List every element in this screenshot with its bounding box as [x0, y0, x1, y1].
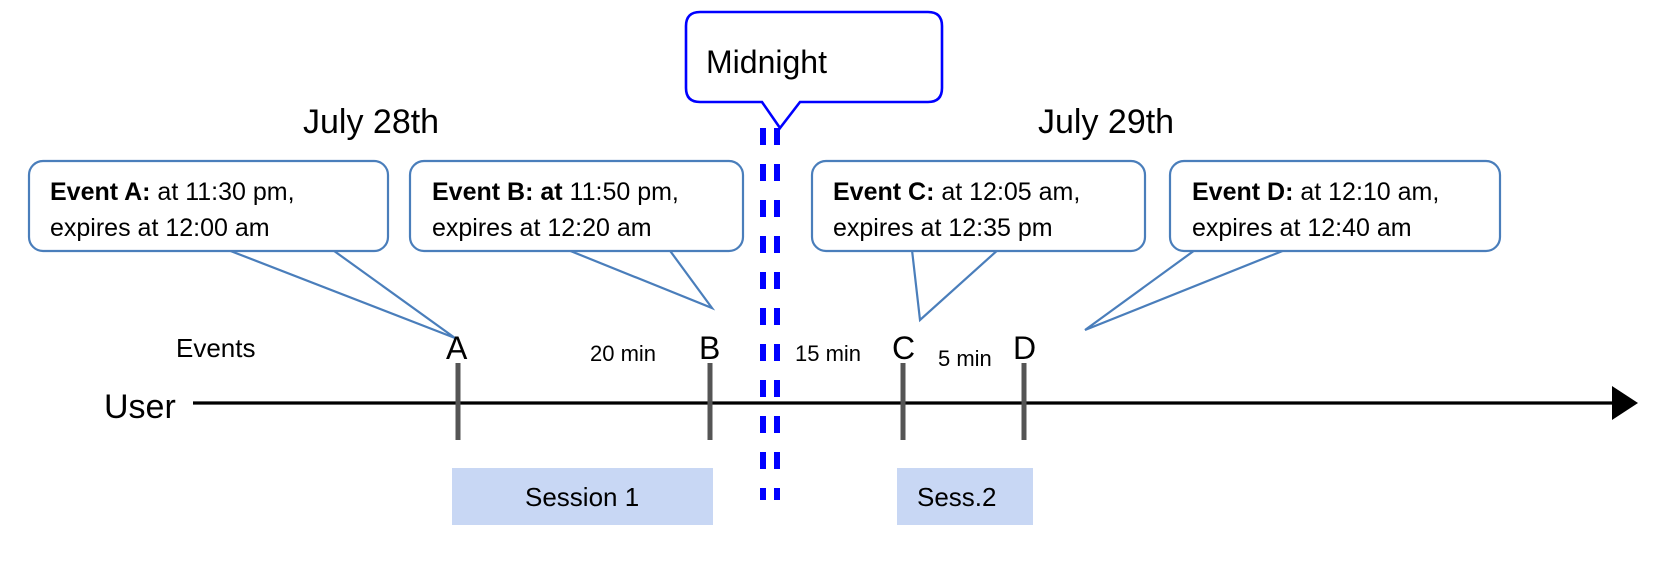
callout-event-a-line1: Event A: at 11:30 pm, [50, 178, 295, 206]
callout-event-a-tail [227, 246, 456, 340]
callout-event-d[interactable]: Event D: at 12:10 am, expires at 12:40 a… [1084, 159, 1502, 332]
event-ticks [455, 363, 1027, 440]
session-1[interactable]: Session 1 [452, 468, 713, 525]
callout-event-d-line1: Event D: at 12:10 am, [1192, 178, 1439, 206]
midnight-callout-shape [684, 10, 944, 131]
callout-event-d-tail [1084, 246, 1291, 332]
session-2-rect [897, 468, 1033, 525]
gap-label-b-c: 15 min [795, 341, 861, 366]
session-2[interactable]: Sess.2 [897, 468, 1033, 525]
row-label-events: Events [176, 333, 256, 363]
callout-event-b-box [408, 159, 745, 253]
session-2-label: Sess.2 [917, 482, 997, 512]
callout-event-c-rest: at 12:05 am, [934, 178, 1080, 206]
callout-event-c-box [810, 159, 1147, 253]
callout-event-c[interactable]: Event C: at 12:05 am, expires at 12:35 p… [810, 159, 1147, 323]
row-label-user: User [104, 388, 176, 426]
axis-arrow-icon [1612, 386, 1638, 420]
midnight-divider [760, 128, 780, 500]
callout-event-b[interactable]: Event B: at 11:50 pm, expires at 12:20 a… [408, 159, 745, 311]
event-letter-c: C [892, 330, 915, 366]
session-1-label: Session 1 [525, 482, 639, 512]
midnight-label: Midnight [706, 44, 827, 80]
callout-event-b-bold: Event B: at [432, 178, 563, 206]
event-letter-b: B [699, 330, 720, 366]
day-label-july-29: July 29th [1038, 103, 1174, 141]
event-letter-d: D [1013, 330, 1036, 366]
midnight-callout[interactable]: Midnight [684, 10, 944, 131]
gap-label-a-b: 20 min [590, 341, 656, 366]
day-label-july-28: July 28th [303, 103, 439, 141]
callout-event-b-tail [567, 246, 716, 311]
gap-label-c-d: 5 min [938, 346, 992, 371]
callout-event-b-line1: Event B: at 11:50 pm, [432, 178, 679, 206]
session-1-rect [452, 468, 713, 525]
callout-event-d-box [1168, 159, 1502, 253]
callout-event-c-tail [910, 246, 1003, 323]
callout-event-b-line2: expires at 12:20 am [432, 214, 652, 242]
callout-event-a-line2: expires at 12:00 am [50, 214, 270, 242]
callout-event-a-rest: at 11:30 pm, [150, 178, 294, 206]
callout-event-d-line2: expires at 12:40 am [1192, 214, 1412, 242]
callout-event-d-bold: Event D: [1192, 178, 1293, 206]
callout-event-d-rest: at 12:10 am, [1293, 178, 1439, 206]
callout-event-a-box [27, 159, 390, 253]
callout-event-a-bold: Event A: [50, 178, 150, 206]
callout-event-c-line2: expires at 12:35 pm [833, 214, 1053, 242]
callout-event-c-line1: Event C: at 12:05 am, [833, 178, 1080, 206]
callout-event-b-rest: 11:50 pm, [563, 178, 679, 206]
callout-event-a[interactable]: Event A: at 11:30 pm, expires at 12:00 a… [27, 159, 456, 340]
event-letter-a: A [446, 330, 468, 366]
callout-event-c-bold: Event C: [833, 178, 934, 206]
timeline-axis [193, 386, 1638, 420]
